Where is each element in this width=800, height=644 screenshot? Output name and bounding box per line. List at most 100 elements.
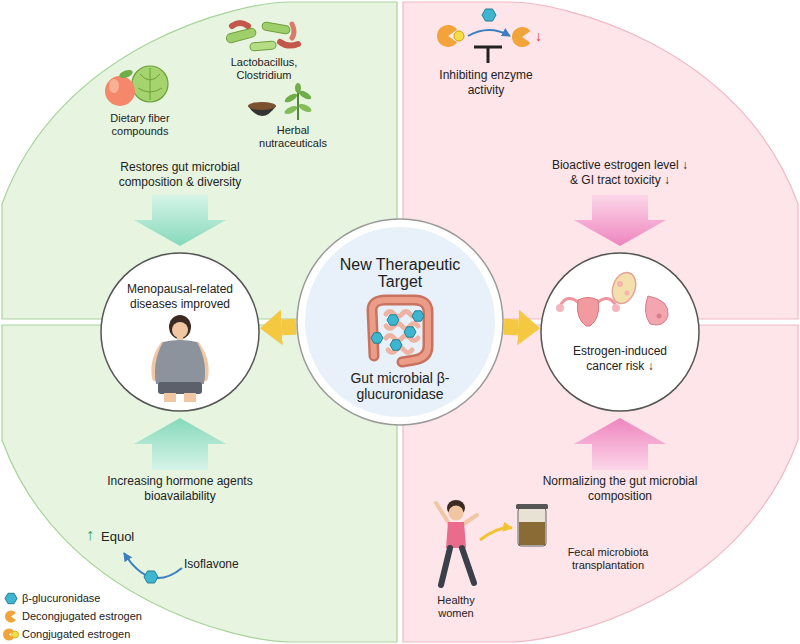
bacteria-icons-part — [250, 41, 277, 51]
organ-icons-part — [598, 298, 615, 304]
herbal-icon-part — [283, 104, 298, 115]
enzyme-icon-part — [454, 31, 464, 41]
enzyme-hexagon-part — [404, 327, 416, 337]
node-text: New Therapeutic Target — [325, 256, 475, 290]
circle-outline — [100, 252, 260, 412]
legend-item: Decongjugated estrogen — [22, 610, 142, 623]
organ-icons-part — [577, 298, 598, 327]
label-slot: Equol — [101, 529, 141, 544]
legend-text: Congjugated estrogen — [22, 628, 130, 641]
legend-text: β-glucuronidase — [22, 592, 100, 605]
label-slot: Normalizing the gut microbial compositio… — [540, 474, 700, 504]
exercising-woman-part — [462, 515, 477, 525]
label-slot: Fecal microbiota transplantation — [556, 546, 660, 572]
food-icons — [105, 66, 168, 106]
annotation-label: Inhibiting enzyme activity — [438, 68, 534, 98]
organ-icons-part — [556, 304, 564, 312]
annotation-label: Increasing hormone agents bioavailabilit… — [95, 474, 265, 504]
node-text: Gut microbial β-glucuronidase — [330, 370, 470, 402]
legend-item: Congjugated estrogen — [22, 628, 130, 641]
herbal-icon-part — [295, 83, 301, 93]
bacteria-icons-part — [292, 24, 294, 38]
exercising-woman-part — [462, 548, 474, 583]
exercising-woman — [436, 500, 512, 585]
enzyme-icon-part — [512, 27, 530, 47]
annotation-label: Dietary fiber compounds — [95, 112, 185, 138]
circle-outline — [297, 219, 503, 425]
circle-ground — [541, 253, 699, 411]
annotation-label: ↓ — [535, 28, 549, 44]
isoflavone-arrow-part — [144, 571, 158, 583]
annotation-label: Restores gut microbial composition & div… — [90, 160, 270, 190]
woman-figure-part — [184, 393, 196, 402]
stool-jar-part — [518, 508, 546, 546]
bacteria-icons-part — [232, 23, 248, 26]
woman-figure-part — [155, 340, 205, 384]
annotation-label: Herbal nutraceuticals — [250, 124, 336, 150]
woman-figure-part — [158, 382, 202, 394]
organ-icons-part — [617, 281, 623, 287]
legend-text: Decongjugated estrogen — [22, 610, 142, 623]
food-icons-part — [105, 76, 135, 106]
enzyme-hexagon — [371, 311, 424, 350]
chevron-connector — [282, 319, 296, 336]
intestine-illustration — [371, 300, 428, 362]
organ-icons-part — [608, 269, 640, 307]
exercising-woman-part — [449, 506, 464, 521]
legend-swatch — [5, 593, 17, 603]
annotation-label: ↑ — [86, 526, 100, 544]
label-slot: Isoflavone — [184, 557, 254, 572]
bacteria-icons-part — [225, 27, 256, 43]
bacteria-icons-part — [262, 22, 291, 35]
woman-figure-part — [169, 315, 191, 339]
block-arrow — [134, 418, 226, 470]
block-arrow — [134, 195, 226, 246]
organ-icons-part — [645, 296, 668, 325]
annotation-label: Normalizing the gut microbial compositio… — [540, 474, 700, 504]
label-slot: Lactobacillus, Clostridium — [222, 56, 306, 82]
outcome-circle: Estrogen-induced cancer risk ↓ — [540, 252, 700, 412]
circle-outline — [101, 253, 259, 411]
organ-icons-part — [561, 298, 578, 304]
label-slot: Bioactive estrogen level ↓ & GI tract to… — [548, 158, 692, 188]
herbal-icon-part — [297, 102, 312, 113]
label-slot: Increasing hormone agents bioavailabilit… — [95, 474, 265, 504]
circle-ground — [101, 253, 259, 411]
annotation-label: Bioactive estrogen level ↓ & GI tract to… — [548, 158, 692, 188]
outcome-circle: Menopausal-related diseases improved — [100, 252, 260, 412]
stool-jar-part — [516, 504, 548, 509]
label-slot: ↑ — [86, 526, 100, 544]
node-text: Menopausal-related diseases improved — [118, 282, 242, 312]
herbal-icon-part — [248, 102, 276, 110]
bacteria-icons-part — [280, 42, 298, 46]
chevron-connector — [504, 319, 518, 336]
bacteria-icons — [225, 22, 298, 51]
large-intestine — [372, 300, 428, 362]
block-arrow — [574, 195, 666, 246]
exercising-woman-part — [480, 528, 512, 540]
organ-icons — [556, 269, 668, 326]
label-slot: ↓ — [535, 28, 549, 44]
stool-jar-part — [519, 522, 545, 545]
herbal-icon — [248, 83, 313, 120]
legend-swatches — [3, 593, 19, 640]
woman-figure — [154, 315, 205, 402]
enzyme-icon-part — [482, 9, 496, 21]
node-text: Estrogen-induced cancer risk ↓ — [564, 344, 676, 374]
legend-swatch — [12, 631, 19, 638]
annotation-label: Equol — [101, 529, 141, 544]
label-slot: Inhibiting enzyme activity — [438, 68, 534, 98]
circle-outline — [541, 253, 699, 411]
legend-item: β-glucuronidase — [22, 592, 100, 605]
woman-figure-part — [172, 322, 188, 338]
annotation-label: Healthy women — [424, 594, 488, 620]
enzyme-hexagon-part — [412, 311, 424, 321]
exercising-woman-part — [441, 548, 450, 585]
isoflavone-arrow — [124, 553, 182, 583]
annotation-label: Isoflavone — [184, 557, 254, 572]
